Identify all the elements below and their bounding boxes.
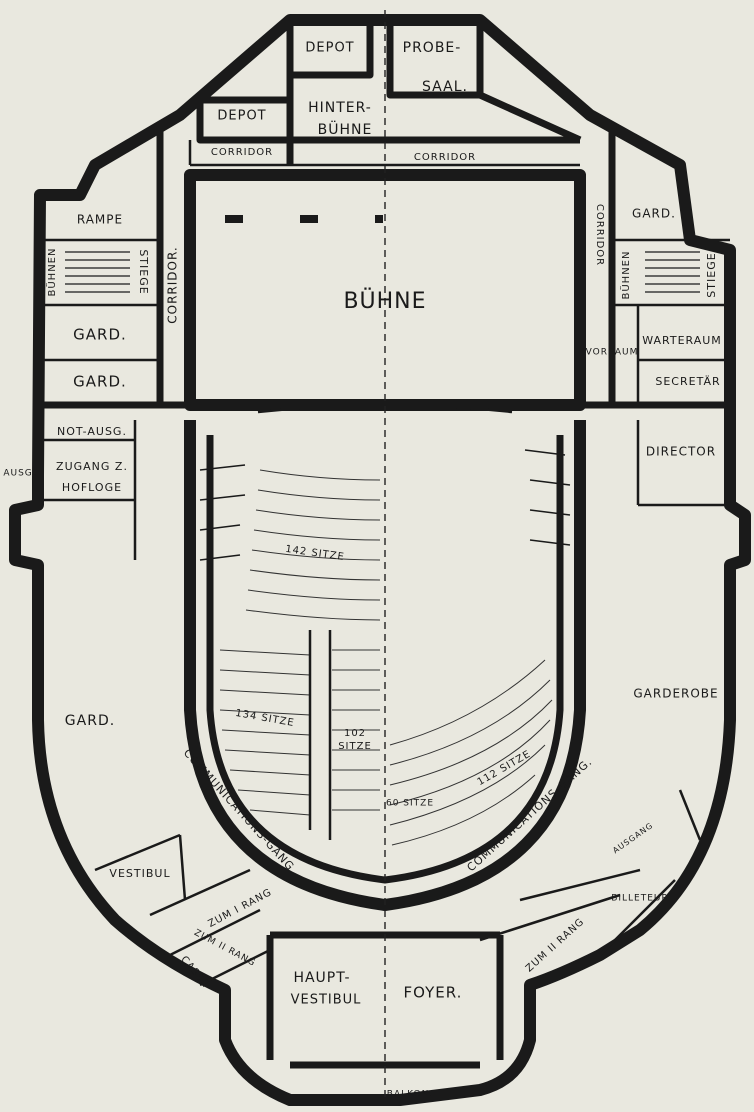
- outer-wall: [9, 14, 751, 1106]
- label-ausgang: AUSGANG: [611, 821, 655, 855]
- label-buehnen-right: BÜHNEN: [619, 251, 632, 300]
- label-stiege-left: STIEGE: [137, 249, 150, 294]
- label-corridor-right-top: CORRIDOR: [414, 152, 476, 163]
- proscenium: [257, 403, 513, 414]
- label-gard-left-big: GARD.: [65, 713, 115, 729]
- label-warteraum: WARTERAUM: [642, 334, 722, 347]
- label-foyer: FOYER.: [404, 984, 463, 1002]
- label-garderobe: GARDEROBE: [633, 687, 718, 701]
- corridor-walls-top: [188, 140, 580, 167]
- label-balkon: BALKON.: [387, 1090, 433, 1100]
- label-sitze-102-1: 102: [344, 728, 366, 739]
- right-vestibule-walls: [479, 789, 702, 956]
- label-sitze-60: 60 SITZE: [386, 799, 434, 809]
- label-vestibul: VESTIBUL: [109, 867, 170, 880]
- right-stair-treads: [645, 251, 700, 293]
- label-not-ausg: NOT-AUSG.: [57, 425, 127, 438]
- foyer-walls: [266, 931, 504, 1069]
- label-depot-left: DEPOT: [217, 109, 266, 124]
- label-haupt-1: HAUPT-: [293, 970, 350, 986]
- label-hinter-2: BÜHNE: [318, 120, 373, 138]
- label-director: DIRECTOR: [646, 445, 716, 459]
- auditorium-inner-ring: [206, 435, 564, 884]
- label-zum-ii-rang-left: ZUM II RANG: [192, 928, 257, 969]
- label-probe-saal-1: PROBE-: [403, 40, 462, 56]
- label-ausg: AUSG.: [3, 469, 36, 479]
- side-boxes: [199, 449, 571, 561]
- left-stair-treads: [65, 251, 130, 293]
- label-billeteur: BILLETEUR: [611, 894, 669, 904]
- label-gard-left-2: GARD.: [73, 373, 127, 391]
- label-comm-gang-left: COMMUNICATIONS-GANG.: [181, 746, 300, 876]
- left-rooms-walls: [40, 238, 160, 560]
- stage-piers: [225, 215, 383, 223]
- label-secretaer: SECRETÄR: [655, 375, 720, 388]
- top-wing-walls: [196, 20, 582, 165]
- label-buehne: BÜHNE: [343, 288, 426, 314]
- label-sitze-102-2: SITZE: [338, 741, 372, 752]
- right-rooms-walls: [612, 238, 730, 507]
- label-vorraum: VORRAUM: [586, 348, 639, 358]
- seating-rows: [219, 469, 553, 846]
- label-sitze-142: 142 SITZE: [285, 544, 346, 563]
- label-gard-left-1: GARD.: [73, 326, 127, 344]
- label-sitze-112: 112 SITZE: [476, 749, 533, 788]
- label-corridor-right-vert: CORRIDOR: [594, 204, 605, 266]
- right-corridor-walls: [580, 130, 730, 409]
- label-corridor-left-vert: CORRIDOR.: [166, 246, 180, 323]
- vestibule-walls: [94, 833, 271, 987]
- label-depot-top: DEPOT: [305, 41, 354, 56]
- label-zum-i-rang: ZUM I RANG: [206, 887, 274, 930]
- center-aisle: [308, 630, 332, 840]
- label-stiege-right: STIEGE: [705, 252, 718, 297]
- label-zugang-1: ZUGANG Z.: [56, 460, 128, 473]
- label-zugang-2: HOFLOGE: [62, 481, 122, 494]
- label-hinter-1: HINTER-: [308, 100, 372, 116]
- label-haupt-2: VESTIBUL: [291, 993, 362, 1008]
- label-rampe: RAMPE: [77, 213, 123, 227]
- label-corridor-left-top: CORRIDOR: [211, 147, 273, 158]
- label-buehnen-left: BÜHNEN: [45, 248, 58, 297]
- label-probe-saal-2: SAAL.: [422, 79, 468, 95]
- label-sitze-134: 134 SITZE: [234, 708, 295, 729]
- label-gard-right-top: GARD.: [632, 207, 676, 221]
